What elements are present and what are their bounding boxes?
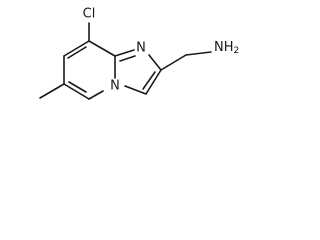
bond-c2-ch2 (160, 54, 187, 71)
bond-c8-c7-inner (67, 46, 87, 59)
atom-label-imidazole-nitrogen: N (136, 41, 146, 56)
bond-c2-c3 (145, 69, 162, 95)
bond-n1-c2 (148, 54, 162, 71)
bond-c5-n4 (88, 90, 104, 100)
bond-c8a-n1 (114, 49, 135, 57)
amine-label-subscript: 2 (234, 46, 240, 56)
bond-c8a-c8 (88, 40, 116, 57)
atom-label-bridgehead-nitrogen: N (110, 79, 120, 94)
atom-label-chlorine: Cl (83, 7, 96, 22)
atom-label-amine: NH2 (214, 40, 239, 57)
molecule-structure-diagram: Cl N N NH2 (39, 7, 240, 100)
amine-label-text: NH (214, 40, 234, 55)
bond-set (39, 22, 212, 100)
bond-c3-n4 (124, 85, 147, 95)
atom-label-set: Cl N N NH2 (83, 7, 240, 94)
bond-c6-c5-inner (68, 81, 87, 93)
bond-ch2-n (185, 51, 212, 56)
bond-c8a-n1-inner (119, 55, 136, 62)
bond-c8-c7 (63, 40, 90, 57)
bond-c2-c3-inner (142, 71, 156, 90)
bond-c6-methyl (39, 83, 65, 99)
bond-c6-c5 (63, 83, 90, 100)
